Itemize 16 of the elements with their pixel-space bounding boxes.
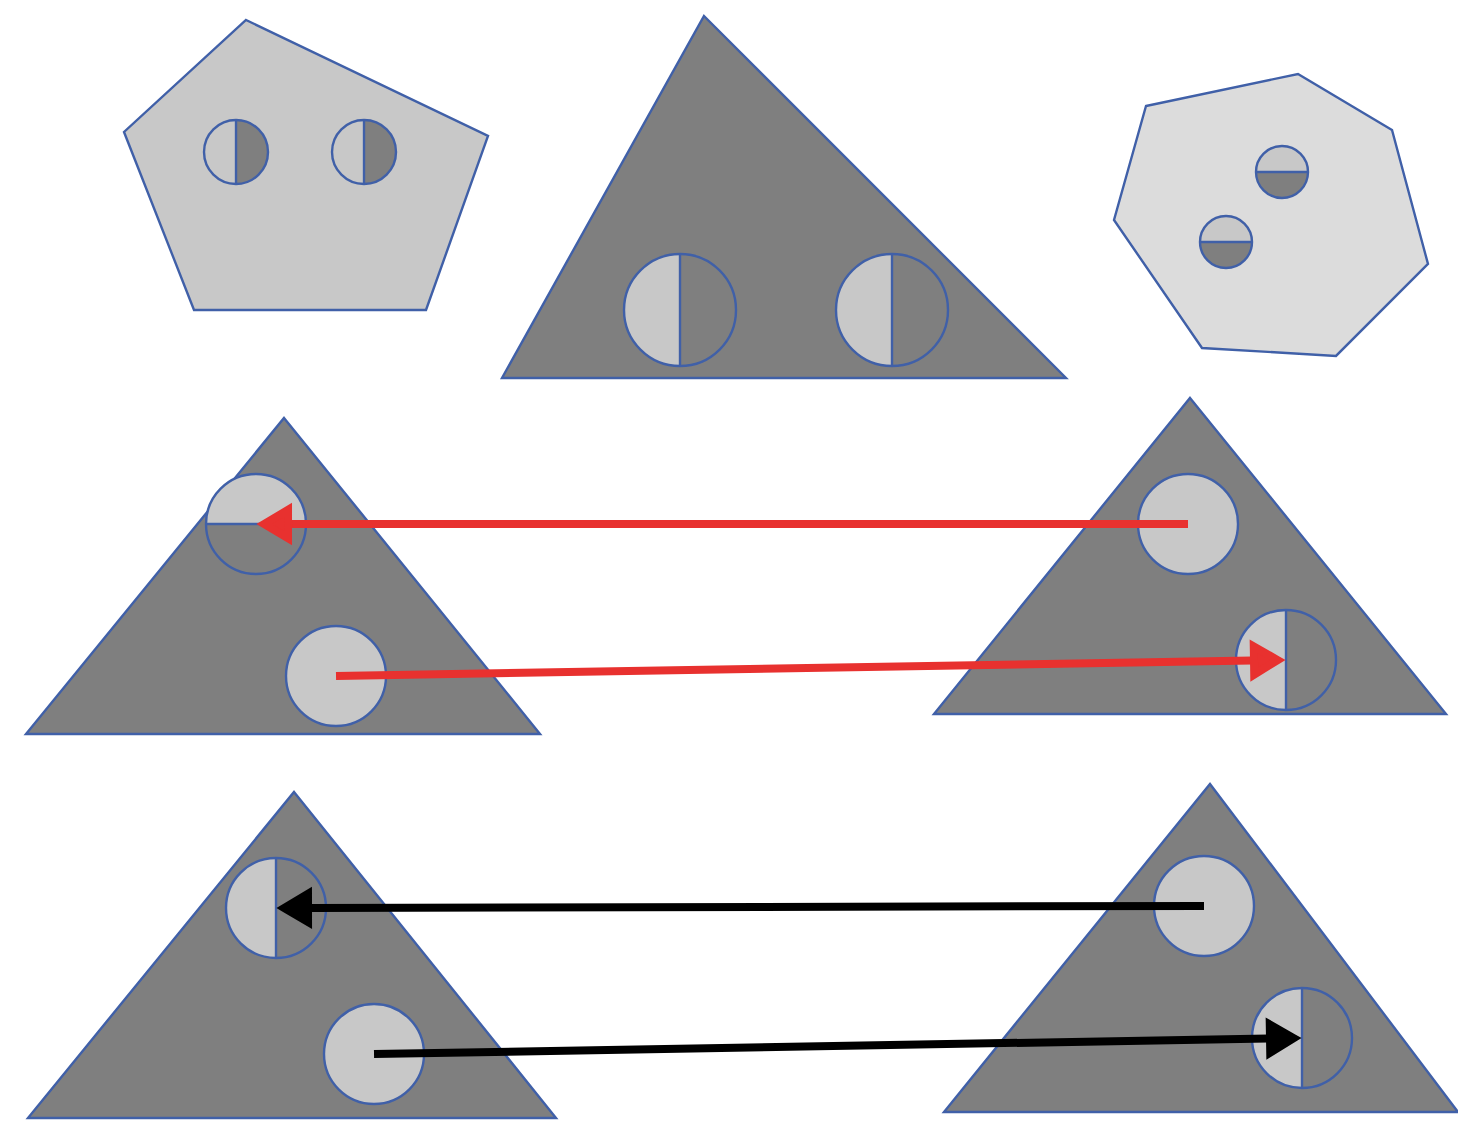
circle	[322, 1002, 426, 1106]
circle	[1198, 214, 1254, 270]
circle	[1234, 608, 1338, 712]
pentagon	[122, 18, 490, 312]
circle	[1250, 986, 1354, 1090]
circle	[1152, 854, 1256, 958]
circle	[224, 856, 328, 960]
circle	[284, 624, 388, 728]
circle	[330, 118, 398, 186]
circle	[204, 472, 308, 576]
heptagon	[1112, 72, 1430, 358]
circle	[1136, 472, 1240, 576]
circle	[202, 118, 270, 186]
circle	[622, 252, 738, 368]
circle	[1254, 144, 1310, 200]
circle	[834, 252, 950, 368]
